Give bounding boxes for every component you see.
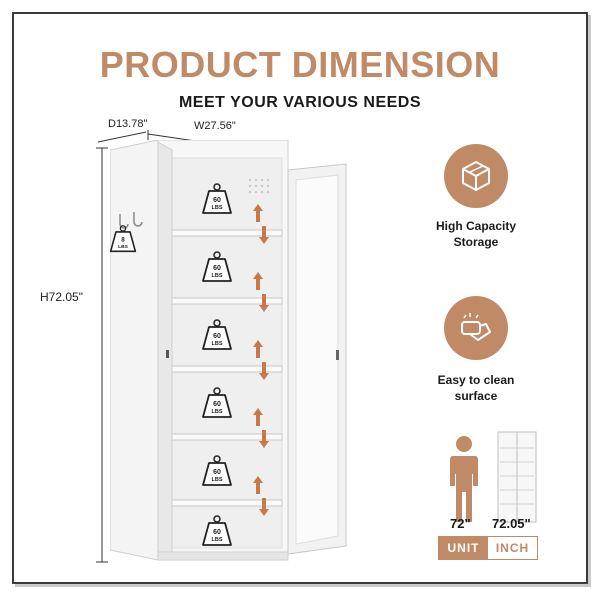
page-title: PRODUCT DIMENSION: [99, 44, 501, 85]
unit-inch-option[interactable]: INCH: [488, 537, 537, 559]
weight-unit: LBS: [212, 273, 223, 279]
weight-value: 60: [213, 469, 221, 476]
wipe-clean-icon: [461, 313, 491, 341]
cabinet-height-value: 72.05": [492, 516, 531, 531]
unit-label: UNIT: [439, 537, 488, 559]
height-label: H72.05": [40, 290, 83, 304]
feature-easy-clean-badge: [444, 296, 508, 360]
mini-cabinet-icon: [497, 431, 537, 523]
person-silhouette-icon: [450, 436, 478, 522]
weight-icon-shelf-4: 60 LBS: [202, 387, 232, 418]
feature-high-capacity-label: High Capacity Storage: [416, 218, 536, 250]
weight-value: 60: [213, 265, 221, 272]
cube-box-icon: [462, 161, 490, 191]
weight-unit: LBS: [212, 409, 223, 415]
weight-unit: LBS: [212, 477, 223, 483]
width-label: W27.56": [194, 120, 236, 132]
feature-high-capacity-badge: [444, 144, 508, 208]
weight-unit: LBS: [212, 205, 223, 211]
weight-value: 60: [213, 529, 221, 536]
person-height-value: 72": [450, 516, 471, 531]
weight-icon-shelf-3: 60 LBS: [202, 319, 232, 350]
weight-icon-shelf-5: 60 LBS: [202, 455, 232, 486]
unit-toggle[interactable]: UNIT INCH: [438, 536, 538, 560]
weight-value: 60: [213, 197, 221, 204]
weight-value: 60: [213, 401, 221, 408]
page-subtitle: MEET YOUR VARIOUS NEEDS: [178, 94, 422, 111]
weight-icon-shelf-1: 60 LBS: [202, 183, 232, 214]
product-frame: PRODUCT DIMENSION MEET YOUR VARIOUS NEED…: [12, 12, 588, 584]
cabinet-illustration: [110, 140, 347, 561]
feature-easy-clean-label: Easy to clean surface: [416, 372, 536, 404]
feature-label-line: High Capacity: [435, 219, 516, 233]
weight-icon-shelf-6: 60 LBS: [202, 515, 232, 546]
weight-value: 60: [213, 333, 221, 340]
depth-label: D13.78": [108, 118, 148, 130]
adjust-arrows: [253, 204, 269, 516]
weight-unit: LBS: [212, 341, 223, 347]
feature-label-line: Storage: [453, 235, 499, 249]
feature-label-line: surface: [454, 389, 498, 403]
weight-icon-shelf-2: 60 LBS: [202, 251, 232, 282]
weight-unit: LBS: [212, 537, 223, 543]
weight-unit: LBS: [118, 244, 128, 250]
feature-label-line: Easy to clean: [437, 373, 515, 387]
weight-value: 8: [121, 237, 125, 244]
weight-icon-hook: 8 LBS: [109, 225, 137, 253]
